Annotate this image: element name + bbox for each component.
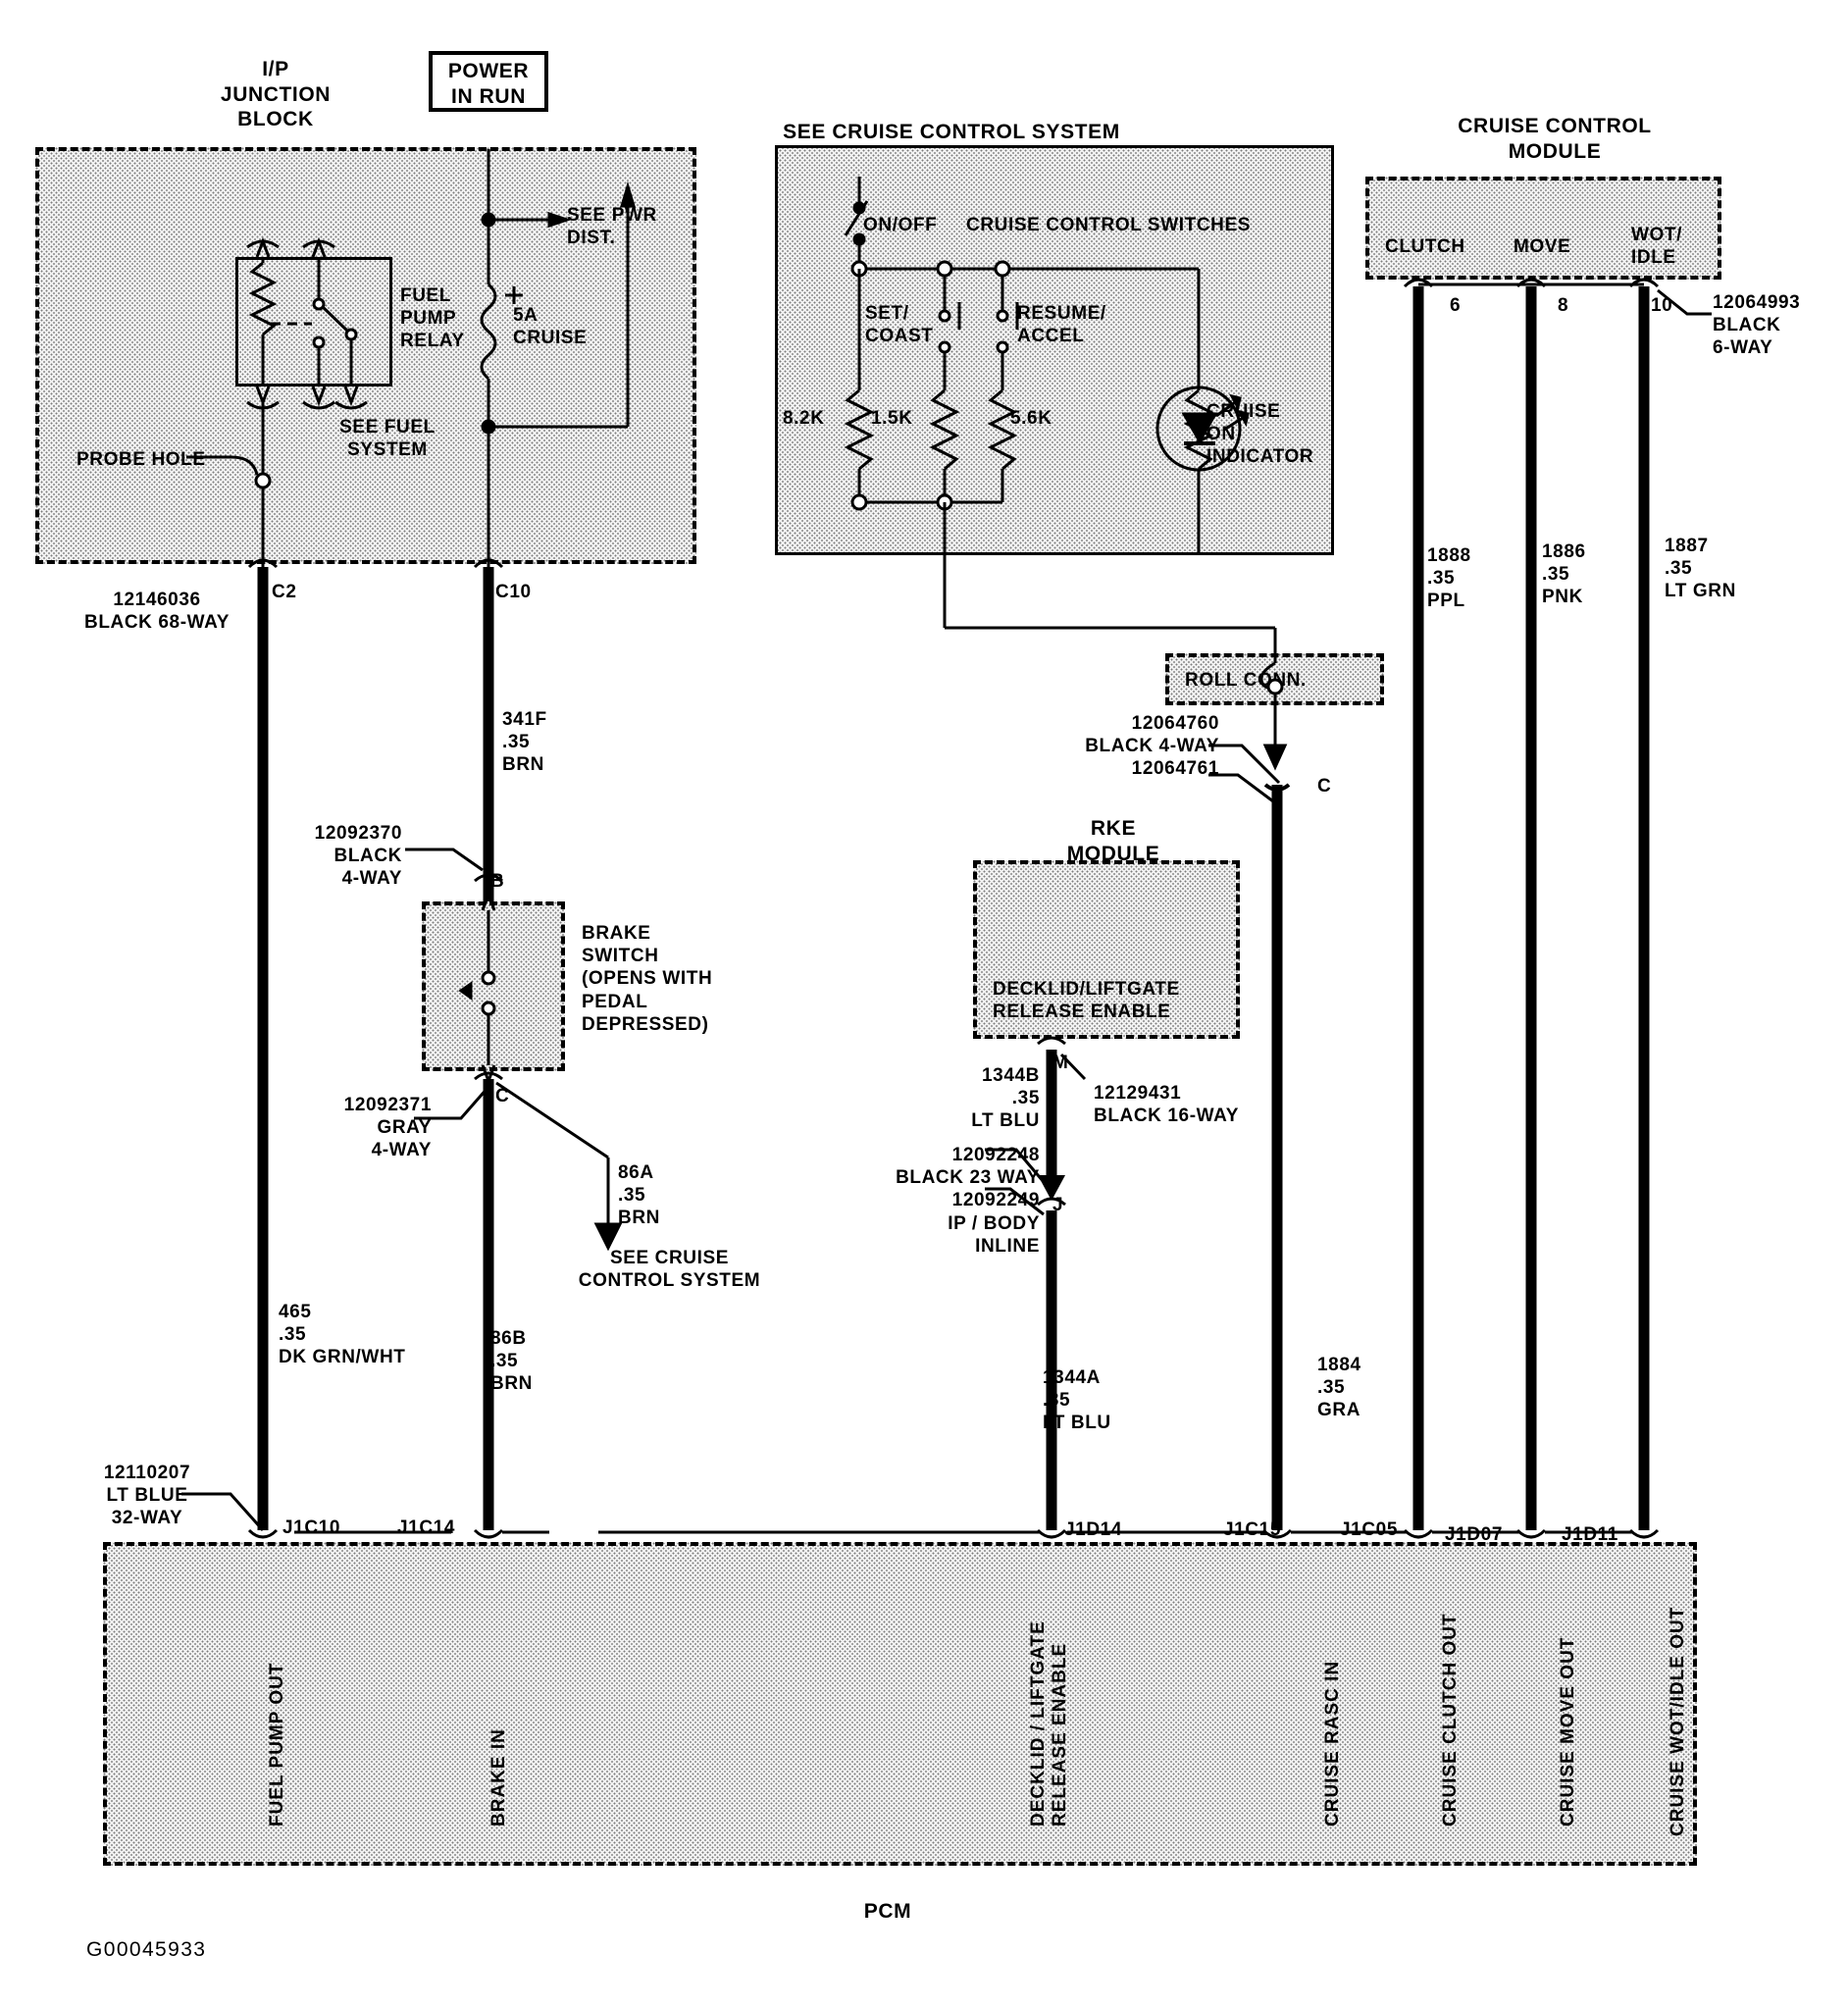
rke-pin-j: J (1052, 1195, 1064, 1215)
rke-connector-16way-label: 12129431 BLACK 16-WAY (1094, 1083, 1239, 1127)
pin-c2-label: C2 (272, 582, 297, 602)
cruise-on-indicator-label: CRUISE ON INDICATOR (1206, 401, 1314, 468)
pcm-pin-j1c15: J1C15 (1223, 1519, 1281, 1540)
wire-label-86a: 86A .35 BRN (618, 1162, 660, 1229)
fuse-5a-cruise-label: 5A CRUISE (513, 305, 588, 349)
see-pwr-dist-label: SEE PWR DIST. (567, 205, 657, 249)
wire-label-1886: 1886 .35 PNK (1542, 541, 1586, 608)
pcm-pin-j1d07: J1D07 (1445, 1524, 1503, 1545)
brake-switch-pin-c: C (495, 1086, 510, 1106)
cruise-control-switches-box (775, 145, 1334, 555)
roll-conn-connector-label: 12064760 BLACK 4-WAY 12064761 (1085, 713, 1219, 780)
wire-label-465: 465 .35 DK GRN/WHT (279, 1302, 406, 1368)
wire-label-1888: 1888 .35 PPL (1427, 545, 1471, 612)
pin-c10-label: C10 (495, 582, 532, 602)
cruise-module-connector-label: 12064993 BLACK 6-WAY (1713, 292, 1801, 359)
pcm-function-fuel-pump-out: FUEL PUMP OUT (267, 1662, 287, 1826)
pcm-connector-label: 12110207 LT BLUE 32-WAY (103, 1463, 191, 1529)
rke-module-title: RKE MODULE (1066, 817, 1160, 865)
wire-label-1344a: 1344A .35 LT BLU (1043, 1367, 1111, 1434)
fuel-pump-relay-label: FUEL PUMP RELAY (400, 285, 465, 352)
roll-conn-pin-c: C (1317, 776, 1332, 797)
fuel-pump-relay-box (235, 257, 392, 386)
pcm-function-cruise-clutch-out: CRUISE CLUTCH OUT (1440, 1613, 1461, 1826)
wire-label-86b: 86B .35 BRN (490, 1328, 533, 1395)
pcm-function-cruise-wot-idle-out: CRUISE WOT/IDLE OUT (1668, 1606, 1688, 1836)
pcm-pin-j1d11: J1D11 (1562, 1524, 1618, 1545)
ip-junction-block-title: I/P JUNCTION BLOCK (220, 58, 332, 131)
figure-id: G00045933 (86, 1938, 207, 1961)
resistor-1k5-label: 1.5K (871, 408, 913, 429)
ip-junction-connector-label: 12146036 BLACK 68-WAY (84, 590, 230, 634)
see-cruise-control-system-title: SEE CRUISE CONTROL SYSTEM (783, 121, 1120, 143)
roll-conn-label: ROLL CONN. (1185, 670, 1307, 691)
wire-label-1887: 1887 .35 LT GRN (1665, 536, 1736, 602)
pcm-pin-j1c14: J1C14 (397, 1517, 455, 1538)
rke-module-box (973, 860, 1240, 1039)
probe-hole-label: PROBE HOLE (77, 449, 206, 470)
see-cruise-control-system-ref: SEE CRUISE CONTROL SYSTEM (578, 1248, 761, 1292)
cruise-module-terminal-wot-idle: WOT/ IDLE (1631, 225, 1682, 269)
wire-label-1344b: 1344B .35 LT BLU (971, 1065, 1040, 1132)
brake-switch-title: BRAKE SWITCH (OPENS WITH PEDAL DEPRESSED… (582, 923, 713, 1035)
pcm-pin-j1c05: J1C05 (1340, 1519, 1398, 1540)
pcm-function-cruise-move-out: CRUISE MOVE OUT (1558, 1636, 1578, 1826)
cruise-control-module-title: CRUISE CONTROL MODULE (1458, 115, 1652, 163)
pcm-pin-j1d14: J1D14 (1064, 1519, 1122, 1540)
cruise-control-switches-label: CRUISE CONTROL SWITCHES (966, 215, 1252, 235)
resistor-5k6-label: 5.6K (1010, 408, 1052, 429)
rke-pin-m: M (1052, 1053, 1069, 1073)
pcm-pin-j1c10: J1C10 (282, 1517, 340, 1538)
ip-junction-block (35, 147, 696, 564)
resume-accel-label: RESUME/ ACCEL (1017, 303, 1106, 347)
power-in-run-box (429, 51, 548, 112)
resistor-8k2-label: 8.2K (783, 408, 825, 429)
cruise-module-pin-8: 8 (1558, 295, 1569, 316)
pcm-function-cruise-rasc-in: CRUISE RASC IN (1322, 1660, 1343, 1826)
rke-function-label: DECKLID/LIFTGATE RELEASE ENABLE (993, 979, 1180, 1023)
brake-switch-connector-bottom-label: 12092371 GRAY 4-WAY (343, 1095, 432, 1161)
wire-label-341f: 341F .35 BRN (502, 709, 547, 776)
cruise-module-pin-6: 6 (1450, 295, 1462, 316)
cruise-module-terminal-move: MOVE (1514, 236, 1571, 257)
cruise-control-module-box (1365, 177, 1721, 280)
see-fuel-system-label: SEE FUEL SYSTEM (339, 417, 436, 461)
on-off-switch-label: ON/OFF (863, 215, 938, 235)
cruise-module-terminal-clutch: CLUTCH (1385, 236, 1465, 257)
brake-switch-connector-top-label: 12092370 BLACK 4-WAY (314, 823, 402, 890)
brake-switch-box (422, 901, 565, 1071)
pcm-caption: PCM (863, 1900, 912, 1923)
cruise-module-pin-10: 10 (1651, 295, 1673, 316)
pcm-function-decklid-liftgate-release-enable: DECKLID / LIFTGATE RELEASE ENABLE (1028, 1620, 1070, 1826)
pcm-function-brake-in: BRAKE IN (488, 1728, 509, 1826)
power-in-run-label: POWER IN RUN (447, 60, 530, 108)
ip-body-inline-connector-label: 12092248 BLACK 23 WAY 12092249 IP / BODY… (896, 1145, 1040, 1257)
set-coast-label: SET/ COAST (865, 303, 934, 347)
wire-label-1884: 1884 .35 GRA (1317, 1355, 1361, 1421)
brake-switch-pin-b: B (490, 871, 505, 892)
pcm-box (103, 1542, 1697, 1866)
